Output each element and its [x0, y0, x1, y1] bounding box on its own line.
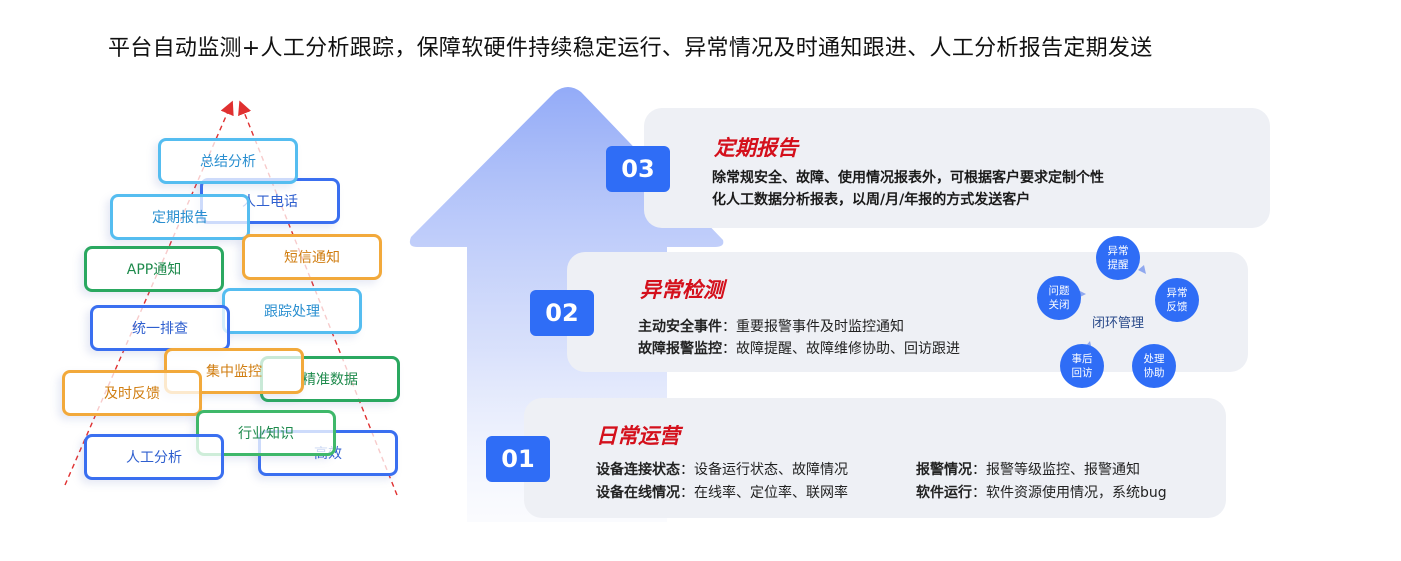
card-title-anomaly: 异常检测 — [640, 278, 724, 302]
card-desc-report-line2: 化人工数据分析报表，以周/月/年报的方式发送客户 — [712, 192, 1031, 208]
loop-node-close: 问题关闭 — [1037, 276, 1081, 320]
tag-app: APP通知 — [84, 246, 224, 292]
card-number-03: 03 — [606, 146, 670, 192]
card-desc-report-line1: 除常规安全、故障、使用情况报表外，可根据客户要求定制个性 — [712, 170, 1104, 186]
card-title-report: 定期报告 — [714, 136, 798, 160]
tag-industry: 行业知识 — [196, 410, 336, 456]
loop-node-assist: 处理协助 — [1132, 344, 1176, 388]
tag-manual: 人工分析 — [84, 434, 224, 480]
daily-item-2: 设备在线情况：在线率、定位率、联网率 — [596, 485, 848, 501]
anomaly-item-1: 主动安全事件：重要报警事件及时监控通知 — [638, 319, 904, 335]
tag-report: 定期报告 — [110, 194, 250, 240]
anomaly-item-2: 故障报警监控：故障提醒、故障维修协助、回访跟进 — [638, 341, 960, 357]
card-number-01: 01 — [486, 436, 550, 482]
loop-node-feedback: 异常反馈 — [1155, 278, 1199, 322]
card-daily — [524, 398, 1226, 518]
daily-item-1: 设备连接状态：设备运行状态、故障情况 — [596, 462, 848, 478]
daily-item-4: 软件运行：软件资源使用情况，系统bug — [916, 485, 1167, 501]
tag-check: 统一排查 — [90, 305, 230, 351]
tag-summary: 总结分析 — [158, 138, 298, 184]
daily-item-3: 报警情况：报警等级监控、报警通知 — [916, 462, 1140, 478]
card-report — [644, 108, 1270, 228]
loop-center-label: 闭环管理 — [1092, 316, 1145, 331]
tag-track: 跟踪处理 — [222, 288, 362, 334]
tag-feedback: 及时反馈 — [62, 370, 202, 416]
tag-data: 精准数据 — [260, 356, 400, 402]
card-title-daily: 日常运营 — [596, 424, 680, 448]
card-number-02: 02 — [530, 290, 594, 336]
loop-node-alert: 异常提醒 — [1096, 236, 1140, 280]
loop-node-revisit: 事后回访 — [1060, 344, 1104, 388]
page-headline: 平台自动监测+人工分析跟踪，保障软硬件持续稳定运行、异常情况及时通知跟进、人工分… — [108, 36, 1153, 61]
tag-sms: 短信通知 — [242, 234, 382, 280]
